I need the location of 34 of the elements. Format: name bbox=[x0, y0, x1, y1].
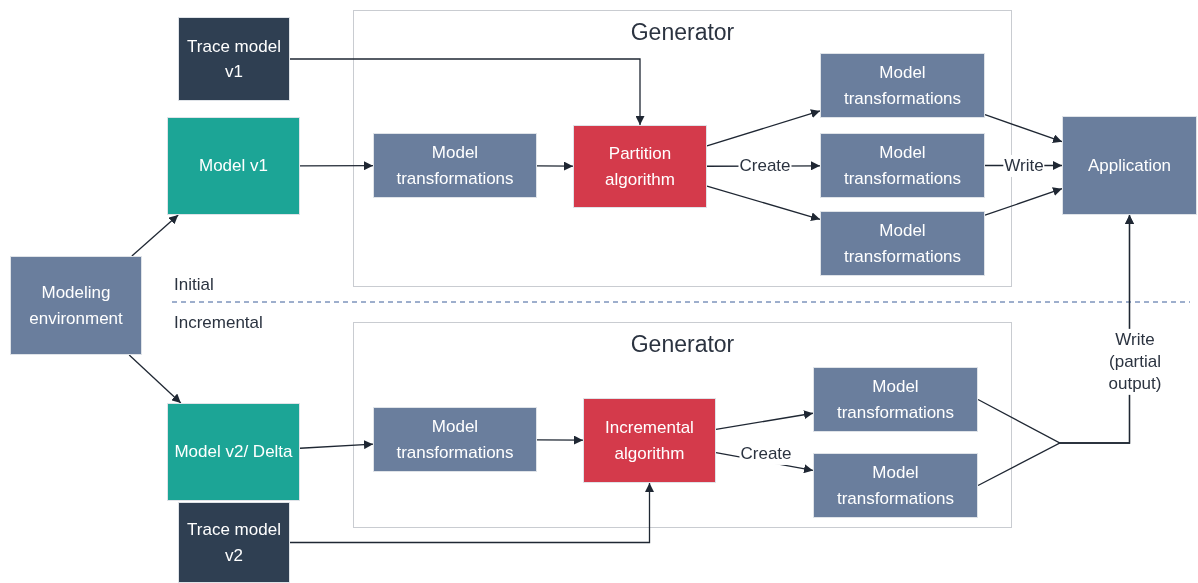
process-box: Partition algorithm bbox=[573, 125, 707, 208]
arrow bbox=[289, 482, 654, 544]
process-box: Application bbox=[1062, 116, 1197, 215]
process-box: Modeling environment bbox=[10, 256, 142, 355]
process-box: Model transformations bbox=[813, 367, 978, 432]
process-box: Incremental algorithm bbox=[583, 398, 716, 483]
arrow bbox=[128, 354, 182, 404]
arrow bbox=[715, 410, 814, 431]
panel-title: Generator bbox=[630, 331, 735, 357]
generator-panel bbox=[353, 322, 1012, 528]
process-box: Model transformations bbox=[813, 453, 978, 518]
process-box: Model transformations bbox=[820, 133, 985, 198]
process-box: Model v1 bbox=[167, 117, 300, 215]
arrow bbox=[536, 435, 584, 445]
arrow bbox=[131, 214, 179, 257]
arrow bbox=[706, 185, 821, 222]
arrow bbox=[536, 161, 574, 171]
arrow bbox=[984, 113, 1063, 143]
process-box: Model transformations bbox=[820, 53, 985, 118]
arrow bbox=[289, 58, 645, 126]
section-label: Incremental bbox=[174, 313, 263, 333]
section-label: Initial bbox=[174, 275, 214, 295]
arrow bbox=[299, 440, 374, 450]
process-box: Trace model v1 bbox=[178, 17, 290, 101]
panel-title: Generator bbox=[630, 19, 735, 45]
edge-label: Write bbox=[1003, 154, 1045, 178]
process-box: Model transformations bbox=[373, 133, 537, 198]
process-box: Model v2/ Delta bbox=[167, 403, 300, 501]
arrow bbox=[706, 109, 821, 147]
arrow bbox=[299, 161, 374, 171]
process-box: Model transformations bbox=[820, 211, 985, 276]
process-box: Model transformations bbox=[373, 407, 537, 472]
process-box: Trace model v2 bbox=[178, 502, 290, 583]
arrow bbox=[984, 187, 1063, 216]
